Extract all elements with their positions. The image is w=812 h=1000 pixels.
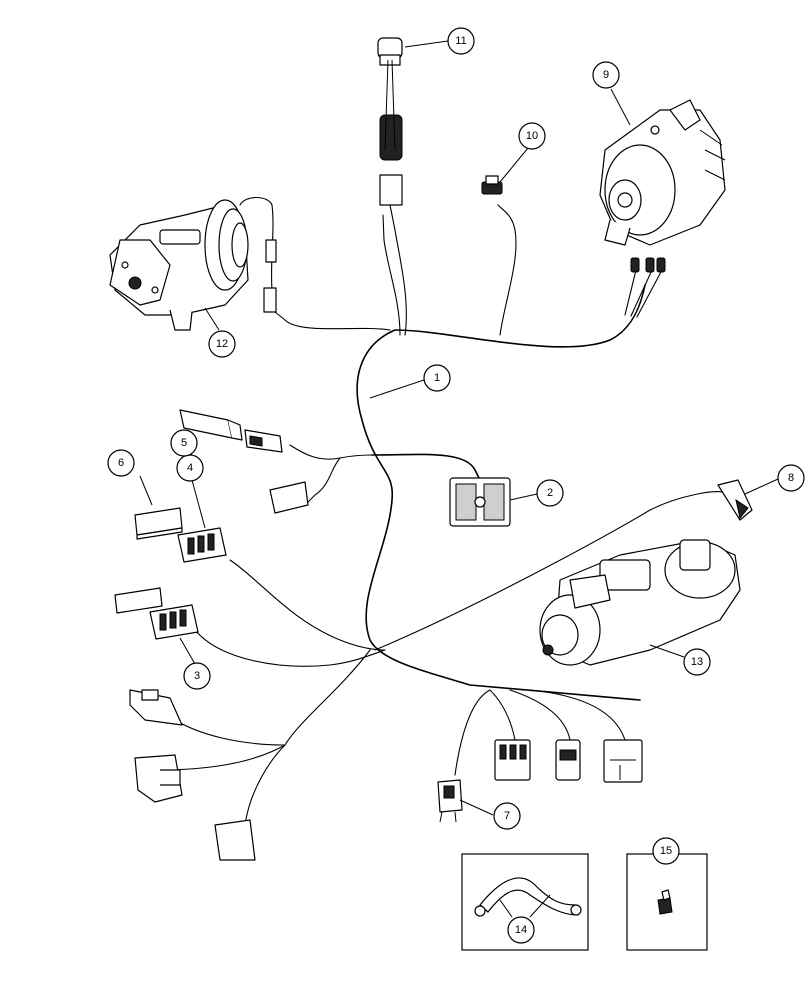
callout-6: 6	[107, 449, 135, 477]
connector-block-2	[449, 477, 511, 527]
upper-left-connectors	[179, 409, 309, 514]
callout-3-label: 3	[194, 670, 200, 682]
callout-13-label: 13	[691, 656, 703, 668]
leader-lines	[139, 40, 779, 918]
callout-12: 12	[208, 330, 236, 358]
callout-6-label: 6	[118, 457, 124, 469]
lower-left-connectors	[129, 689, 256, 861]
callout-8-label: 8	[788, 472, 794, 484]
callout-9: 9	[592, 61, 620, 89]
callouts: 1 2 3 4 5 6 7 8	[107, 27, 805, 944]
starter-connector-8	[717, 479, 753, 521]
switch-10	[481, 175, 503, 195]
sensor-11	[377, 37, 403, 206]
starter-motor	[539, 539, 741, 666]
callout-9-label: 9	[603, 69, 609, 81]
callout-12-label: 12	[216, 338, 228, 350]
ac-compressor	[109, 199, 277, 331]
callout-8: 8	[777, 464, 805, 492]
callout-15-label: 15	[660, 845, 672, 857]
callout-4: 4	[176, 454, 204, 482]
callout-10: 10	[518, 122, 546, 150]
callout-7-label: 7	[504, 810, 510, 822]
callout-7: 7	[493, 802, 521, 830]
callout-5: 5	[170, 429, 198, 457]
callout-4-label: 4	[187, 462, 193, 474]
callout-11-label: 11	[455, 35, 466, 47]
callout-2: 2	[536, 479, 564, 507]
callout-2-label: 2	[547, 487, 553, 499]
callout-15: 15	[652, 837, 680, 865]
callout-1: 1	[423, 364, 451, 392]
callout-10-label: 10	[526, 130, 538, 142]
callout-14: 14	[507, 916, 535, 944]
lower-right-connectors	[437, 739, 643, 823]
alternator	[599, 99, 726, 273]
callout-3: 3	[183, 662, 211, 690]
clip-box	[626, 853, 708, 951]
main-harness-wires	[159, 196, 723, 826]
callout-14-label: 14	[515, 924, 527, 936]
callout-13: 13	[683, 648, 711, 676]
callout-11: 11	[447, 27, 475, 55]
left-connectors	[114, 507, 227, 640]
callout-1-label: 1	[434, 372, 440, 384]
callout-5-label: 5	[181, 437, 187, 449]
